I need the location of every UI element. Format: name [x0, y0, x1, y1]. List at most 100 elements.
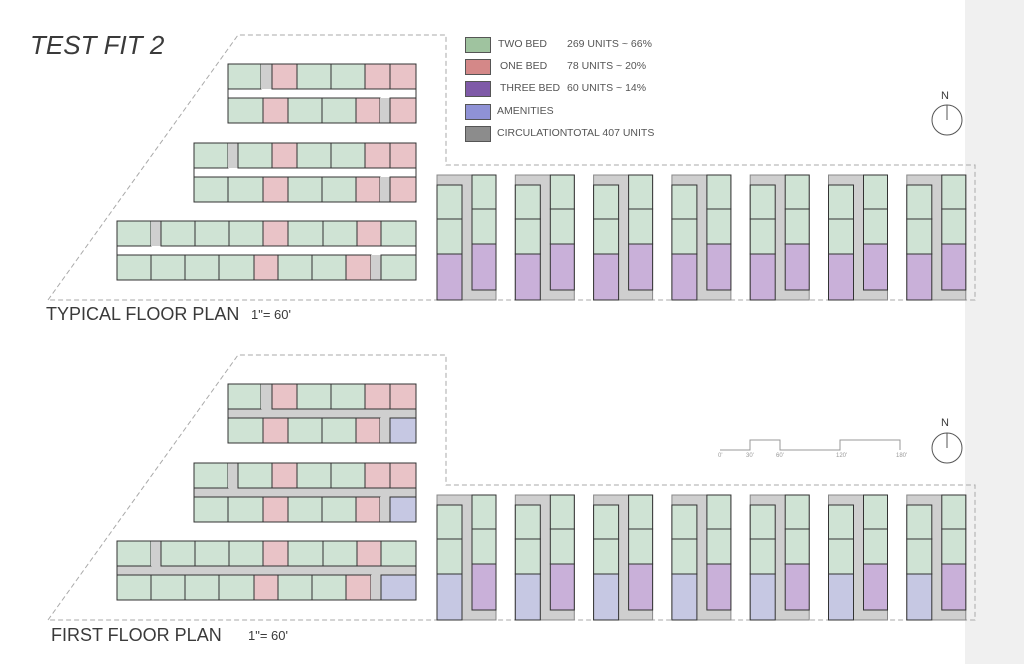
circulation-core [151, 541, 161, 566]
three-bed-unit [514, 253, 541, 301]
two-bed-unit [380, 220, 417, 247]
amenity-space [906, 573, 933, 621]
two-bed-unit [160, 540, 196, 567]
two-bed-unit [671, 218, 698, 255]
one-bed-unit [262, 97, 289, 124]
three-bed-unit [471, 243, 497, 291]
two-bed-unit [828, 184, 854, 220]
three-bed-unit [628, 243, 654, 291]
three-bed-unit [863, 563, 888, 611]
amenity-space [593, 573, 620, 621]
two-bed-unit [330, 462, 366, 489]
two-bed-unit [863, 494, 888, 530]
two-bed-unit [549, 174, 575, 210]
first-floor-plan-scale: 1"= 60' [248, 628, 288, 643]
corridor [117, 246, 416, 255]
two-bed-unit [593, 538, 620, 575]
two-bed-unit [514, 218, 541, 255]
corridor [228, 89, 416, 98]
typical-floor-plan-label: TYPICAL FLOOR PLAN [46, 304, 240, 324]
two-bed-unit [514, 184, 541, 220]
two-bed-unit [941, 174, 967, 210]
two-bed-unit [471, 494, 497, 530]
corridor [117, 566, 416, 575]
two-bed-unit [471, 528, 497, 565]
two-bed-unit [749, 184, 776, 220]
circulation-core [261, 64, 272, 89]
two-bed-unit [549, 528, 575, 565]
one-bed-unit [253, 574, 279, 601]
two-bed-unit [784, 208, 810, 245]
one-bed-unit [356, 540, 382, 567]
three-bed-unit [941, 243, 967, 291]
legend-value-three-bed: 60 UNITS ~ 14% [567, 82, 647, 94]
two-bed-unit [784, 528, 810, 565]
two-bed-unit [237, 142, 273, 169]
two-bed-unit [941, 494, 967, 530]
two-bed-unit [287, 540, 324, 567]
two-bed-unit [228, 540, 264, 567]
two-bed-unit [218, 254, 255, 281]
two-bed-unit [321, 496, 357, 523]
two-bed-unit [193, 496, 229, 523]
scale-label: 180' [896, 453, 908, 459]
three-bed-unit [906, 253, 933, 301]
north-label-typical: N [941, 90, 949, 102]
three-bed-unit [549, 563, 575, 611]
two-bed-unit [906, 184, 933, 220]
three-bed-unit [593, 253, 620, 301]
amenity-space [828, 573, 854, 621]
legend-label-two-bed: TWO BED [498, 38, 547, 50]
two-bed-unit [194, 540, 230, 567]
two-bed-unit [749, 538, 776, 575]
two-bed-unit [321, 417, 357, 444]
two-bed-unit [227, 383, 262, 410]
one-bed-unit [355, 176, 381, 203]
one-bed-unit [262, 540, 289, 567]
two-bed-unit [330, 142, 366, 169]
one-bed-unit [364, 63, 391, 90]
three-bed-unit [784, 563, 810, 611]
one-bed-unit [389, 462, 417, 489]
two-bed-unit [287, 496, 323, 523]
two-bed-unit [514, 504, 541, 540]
one-bed-unit [364, 462, 391, 489]
two-bed-unit [116, 220, 152, 247]
two-bed-unit [436, 184, 463, 220]
two-bed-unit [277, 254, 313, 281]
scale-label: 60' [776, 453, 784, 459]
two-bed-unit [116, 574, 152, 601]
two-bed-unit [549, 208, 575, 245]
building-bar-outline [193, 142, 417, 203]
two-bed-unit [863, 174, 888, 210]
two-bed-unit [228, 220, 264, 247]
two-bed-unit [150, 574, 186, 601]
amenity-space [389, 496, 417, 523]
corridor [194, 488, 416, 497]
two-bed-unit [436, 504, 463, 540]
two-bed-unit [671, 184, 698, 220]
amenity-space [389, 417, 417, 444]
two-bed-unit [296, 142, 332, 169]
two-bed-unit [296, 383, 332, 410]
circulation-core [371, 255, 381, 280]
scale-label: 120' [836, 453, 848, 459]
legend-label-circulation: CIRCULATION [497, 127, 568, 139]
three-bed-unit [749, 253, 776, 301]
three-bed-unit [706, 563, 732, 611]
three-bed-unit [941, 563, 967, 611]
legend-label-three-bed: THREE BED [500, 82, 561, 94]
legend-swatch-circulation [465, 126, 491, 142]
circulation-core [380, 418, 390, 443]
one-bed-unit [355, 97, 381, 124]
two-bed-unit [311, 254, 347, 281]
two-bed-unit [436, 538, 463, 575]
one-bed-unit [355, 496, 381, 523]
typical-floor-plan-scale: 1"= 60' [251, 307, 291, 322]
two-bed-unit [906, 504, 933, 540]
three-bed-unit [784, 243, 810, 291]
two-bed-unit [671, 504, 698, 540]
amenity-space [749, 573, 776, 621]
two-bed-unit [436, 218, 463, 255]
two-bed-unit [296, 63, 332, 90]
